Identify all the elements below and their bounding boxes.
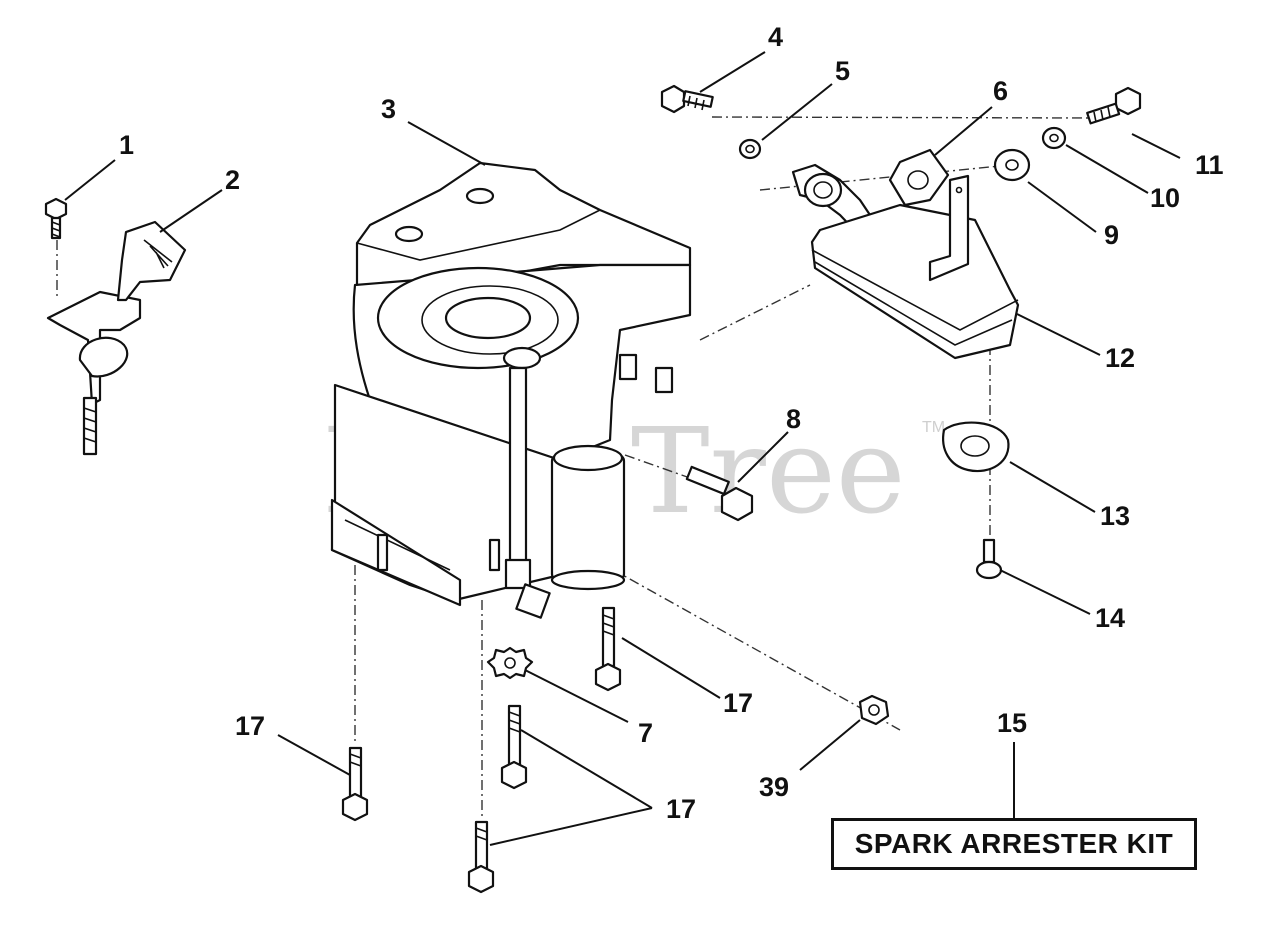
spark-arrester-kit-label: SPARK ARRESTER KIT (854, 828, 1174, 859)
part-3-engine (330, 161, 692, 619)
callout-39: 39 (759, 772, 789, 802)
part-13-clip (942, 421, 1010, 473)
callout-15: 15 (997, 708, 1027, 738)
callout-11: 11 (1195, 150, 1224, 180)
part-17-bolt-d (467, 820, 495, 894)
callout-7: 7 (638, 718, 653, 748)
part-9-washer (993, 148, 1031, 182)
callout-8: 8 (786, 404, 801, 434)
callout-4: 4 (768, 22, 783, 52)
part-4-bolt (660, 84, 714, 114)
callout-6: 6 (993, 76, 1008, 106)
callout-13: 13 (1100, 501, 1130, 531)
callout-17-c: 17 (666, 794, 696, 824)
callout-10: 10 (1150, 183, 1180, 213)
part-6-gasket (888, 148, 950, 207)
callout-17-a: 17 (723, 688, 753, 718)
part-12-muffler (810, 174, 1020, 360)
spark-arrester-kit-box: SPARK ARRESTER KIT (831, 818, 1197, 870)
callout-2: 2 (225, 165, 240, 195)
part-17-bolt-b (341, 746, 369, 822)
part-8-bolt (685, 465, 754, 522)
part-17-bolt-c (500, 704, 528, 790)
part-5-washer (738, 138, 762, 160)
part-14-screw (975, 538, 1003, 580)
callout-3: 3 (381, 94, 396, 124)
callout-12: 12 (1105, 343, 1135, 373)
callout-5: 5 (835, 56, 850, 86)
part-7-star-washer (486, 646, 534, 680)
part-39-nut (858, 694, 890, 726)
part-1-bolt (44, 197, 68, 240)
callout-9: 9 (1104, 220, 1119, 250)
callout-17-b: 17 (235, 711, 265, 741)
part-2-throttle-control (46, 220, 187, 456)
part-17-bolt-a (594, 606, 622, 692)
part-10-lock-washer (1041, 126, 1067, 150)
callout-1: 1 (119, 130, 134, 160)
watermark-trademark: TM (922, 419, 945, 436)
part-11-bolt (1086, 86, 1142, 125)
callout-14: 14 (1095, 603, 1125, 633)
leader-lines (64, 51, 1181, 846)
